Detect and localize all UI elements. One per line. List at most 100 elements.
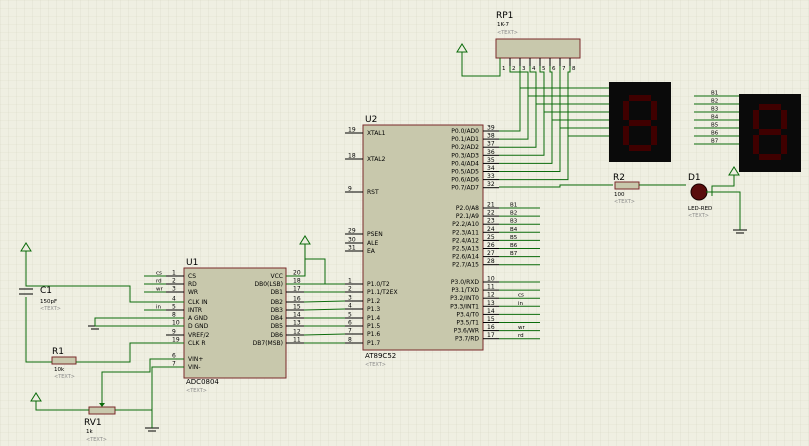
u1-pin-number: 20	[293, 270, 301, 277]
r2-body	[614, 181, 640, 190]
c1-value: 150pF	[40, 299, 57, 305]
display-2-segment	[753, 110, 759, 129]
rp1-text-tag: <TEXT>	[497, 30, 518, 36]
u1-text-tag: <TEXT>	[186, 388, 207, 394]
u1-pin-number: 13	[293, 320, 301, 327]
rp1-pin-number: 2	[512, 66, 516, 72]
u2-pin-number: 23	[487, 218, 495, 225]
db-to-p1-wire	[303, 308, 346, 311]
rp1-value: 1K-7	[497, 22, 510, 28]
u1-body	[183, 267, 287, 379]
u2-pin-number: 22	[487, 210, 495, 217]
u1-pin-name: DB4	[270, 315, 283, 322]
u2-pin-number: 28	[487, 258, 495, 265]
u1-pin-number: 1	[172, 270, 176, 277]
u2-pin-number: 14	[487, 308, 495, 315]
u2-pin-number: 17	[487, 332, 495, 339]
u2-pin-name: P3.1/TXD	[451, 287, 479, 294]
rp1-pin-number: 4	[532, 66, 536, 72]
u2-pin-name: EA	[367, 248, 376, 255]
rv1-reference: RV1	[84, 418, 102, 428]
p3-net-label: wr	[518, 325, 525, 331]
led-ground-wire	[706, 191, 741, 230]
rv1-left-wire	[35, 401, 89, 411]
u1-net-label: rd	[156, 279, 162, 285]
power-terminal-display-2[interactable]	[711, 166, 740, 196]
p2-net-label: B6	[510, 243, 518, 249]
u2-pin-number: 27	[487, 250, 495, 257]
u1-pin-number: 18	[293, 278, 301, 285]
u2-pin-number: 13	[487, 300, 495, 307]
u2-pin-name: P2.2/A10	[452, 221, 479, 228]
u1-pin-name: VIN-	[188, 364, 201, 371]
u2-pin-number: 25	[487, 234, 495, 241]
u1-pin-number: 15	[293, 304, 301, 311]
p0-display-wire	[499, 87, 609, 132]
u2-pin-name: P1.4	[367, 315, 380, 322]
u1-pin-name: CLK IN	[188, 299, 208, 306]
display-2-segments	[753, 104, 787, 160]
u1-pin-number: 2	[172, 278, 176, 285]
seven-segment-display-1[interactable]	[609, 82, 671, 162]
u1-net-label: wr	[156, 287, 163, 293]
display-2-segment	[759, 104, 781, 110]
u2-pin-number: 9	[348, 186, 352, 193]
u1-pin-number: 11	[293, 337, 301, 344]
u1-part-name: ADC0804	[186, 378, 219, 386]
display-2-net-label: B4	[711, 115, 719, 121]
capacitor-c1[interactable]: C1 150pF <TEXT>	[19, 286, 61, 312]
u2-pin-name: XTAL2	[367, 156, 386, 163]
u2-pin-number: 35	[487, 157, 495, 164]
r2-reference: R2	[613, 173, 625, 183]
c1-r1-wire	[25, 297, 52, 363]
u2-pin-number: 34	[487, 165, 495, 172]
wires	[25, 184, 741, 428]
u1-pin-name: D GND	[188, 323, 209, 330]
u2-pin-name: P1.3	[367, 306, 380, 313]
p2-net-label: B1	[510, 203, 517, 209]
u2-pin-number: 11	[487, 284, 495, 291]
u1-pin-number: 8	[172, 312, 176, 319]
seven-segment-display-2[interactable]	[739, 94, 801, 172]
u1-pin-number: 7	[172, 361, 176, 368]
u2-pin-name: P1.6	[367, 331, 380, 338]
dgnd-wire	[94, 317, 184, 326]
u1-pin-name: DB5	[270, 323, 283, 330]
u2-pin-name: P1.1/T2EX	[367, 289, 398, 296]
u2-pin-name: RST	[367, 189, 379, 196]
u2-pin-number: 3	[348, 295, 352, 302]
power-terminal-rp1[interactable]	[456, 43, 501, 77]
u2-pin-number: 33	[487, 173, 495, 180]
u1-pin-number: 14	[293, 312, 301, 319]
led-d1[interactable]: D1 LED-RED <TEXT>	[688, 173, 712, 219]
u1-pin-name: VREF/2	[188, 332, 210, 339]
u2-pin-name: P3.7/RD	[455, 336, 479, 343]
u2-pin-name: P0.6/AD6	[451, 177, 479, 184]
r1-value: 10k	[54, 367, 65, 373]
rp1-pin-number: 1	[502, 66, 506, 72]
data-bus-wires	[303, 66, 609, 344]
u2-pin-name: P2.4/A12	[452, 237, 479, 244]
display-2-segment	[781, 110, 787, 129]
resistor-r1[interactable]: R1 10k <TEXT>	[51, 347, 77, 380]
rp1-pullup-wire	[539, 66, 545, 112]
u1-pin-name: A GND	[188, 315, 208, 322]
p0-display-wire	[499, 103, 609, 148]
u2-pin-name: P3.0/RXD	[451, 279, 479, 286]
u2-pin-number: 36	[487, 149, 495, 156]
u2-pin-name: P0.2/AD2	[451, 144, 479, 151]
led-icon	[690, 183, 708, 201]
u2-pin-number: 37	[487, 141, 495, 148]
display-2-net-label: B3	[711, 107, 719, 113]
u2-pin-name: P1.0/T2	[367, 281, 390, 288]
u1-pin-name: VIN+	[188, 356, 203, 363]
p2-net-label: B2	[510, 211, 517, 217]
display-1-segment	[651, 126, 657, 145]
clkin-wire	[25, 251, 184, 303]
u1-pin-number: 9	[172, 329, 176, 336]
display-2-segment	[759, 154, 781, 160]
u2-pin-name: P1.7	[367, 340, 380, 347]
